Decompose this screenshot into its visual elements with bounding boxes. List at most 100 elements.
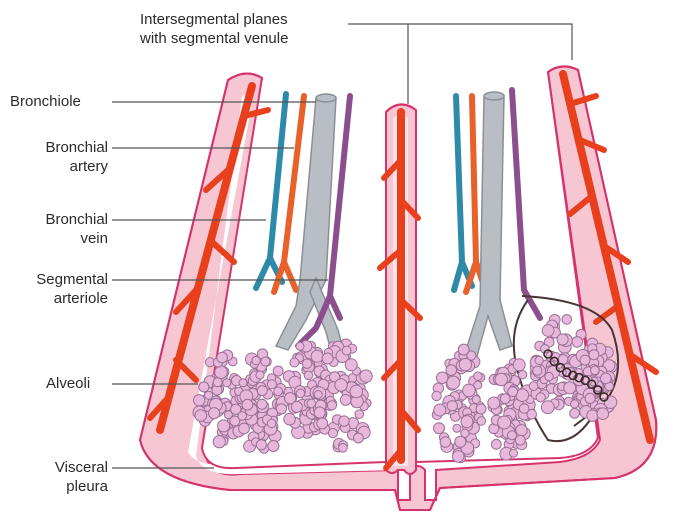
alveolus [474, 381, 482, 389]
alveolus [459, 358, 471, 370]
alveolus [314, 391, 322, 399]
alveolus [510, 449, 518, 457]
alveolus [453, 424, 461, 432]
alveolus [533, 366, 542, 375]
alveolus [591, 366, 600, 375]
alveolus [317, 418, 328, 429]
alveolus [223, 379, 231, 387]
alveolus [242, 399, 253, 410]
alveolus [562, 315, 572, 325]
alveolus [447, 401, 457, 411]
alveolus [354, 433, 364, 443]
alveolus [446, 365, 457, 376]
alveolus [340, 395, 351, 406]
label-intersegmental-planes: Intersegmental planes with segmental ven… [140, 10, 288, 48]
alveolus [571, 400, 579, 408]
alveolus [355, 410, 364, 419]
label-visceral-pleura-line1: Visceral [10, 458, 108, 477]
label-segmental-arteriole-line2: arteriole [6, 289, 108, 308]
alveolus [304, 371, 313, 380]
alveolus [604, 396, 616, 408]
alveolus [491, 439, 501, 449]
alveolus [601, 373, 612, 384]
alveolus [256, 371, 264, 379]
alveolus [536, 393, 545, 402]
alveolus [339, 416, 349, 426]
alveolus [570, 408, 580, 418]
alveolus [488, 397, 500, 409]
alveolus [572, 337, 583, 348]
alveolus [276, 404, 286, 414]
alveolus [257, 386, 267, 396]
alveolus [529, 382, 538, 391]
alveolus [541, 401, 554, 414]
alveolus [205, 391, 213, 399]
alveolus [432, 391, 441, 400]
label-intersegmental-line2: with segmental venule [140, 29, 288, 48]
label-segmental-arteriole-line1: Segmental [6, 270, 108, 289]
alveolus [213, 378, 222, 387]
alveolus [474, 372, 482, 380]
alveolus [296, 389, 305, 398]
alveolus [360, 370, 372, 382]
alveolus [589, 350, 599, 360]
alveolus [587, 410, 598, 421]
alveolus [440, 437, 451, 448]
label-intersegmental-line1: Intersegmental planes [140, 10, 288, 29]
alveolus [458, 344, 469, 355]
alveolus [194, 395, 205, 406]
alveolus [335, 379, 347, 391]
alveolus [314, 407, 325, 418]
label-bronchial-vein: Bronchial vein [10, 210, 108, 248]
label-bronchial-artery-line1: Bronchial [10, 138, 108, 157]
alveolus [290, 358, 299, 367]
alveolus [515, 435, 525, 445]
alveolus [516, 425, 527, 436]
alveolus [477, 417, 486, 426]
alveolus [513, 359, 525, 371]
alveolus [252, 356, 260, 364]
alveolus [519, 404, 529, 414]
alveolus [267, 419, 276, 428]
alveolus [199, 382, 209, 392]
alveolus [218, 420, 230, 432]
alveolus [472, 396, 480, 404]
label-alveoli: Alveoli [46, 374, 90, 393]
alveolus [217, 352, 228, 363]
alveolus [311, 350, 323, 362]
alveolus [339, 444, 348, 453]
alveolus [558, 355, 568, 365]
alveolus [302, 359, 311, 368]
label-bronchial-vein-line2: vein [10, 229, 108, 248]
alveolus [238, 412, 247, 421]
alveolus [564, 382, 576, 394]
alveolus [545, 372, 553, 380]
alveolus [322, 353, 333, 364]
alveolus [434, 423, 445, 434]
alveolus [345, 359, 357, 371]
label-visceral-pleura: Visceral pleura [10, 458, 108, 496]
alveolus [585, 393, 595, 403]
alveolus [500, 394, 510, 404]
alveolus [209, 408, 220, 419]
label-segmental-arteriole: Segmental arteriole [6, 270, 108, 308]
alveolus [342, 346, 351, 355]
alveolus [476, 404, 486, 414]
alveolus [284, 413, 296, 425]
alveolus [455, 436, 466, 447]
alveolus [261, 357, 270, 366]
alveolus [257, 399, 267, 409]
alveolus [213, 436, 225, 448]
label-bronchial-artery-line2: artery [10, 157, 108, 176]
alveolus [328, 429, 337, 438]
alveolus [535, 356, 543, 364]
alveolus [436, 372, 448, 384]
alveolus [434, 404, 446, 416]
alveolus [447, 376, 460, 389]
alveolus [557, 334, 568, 345]
alveolus [518, 371, 526, 379]
alveolus [291, 401, 302, 412]
alveolus [296, 342, 304, 350]
